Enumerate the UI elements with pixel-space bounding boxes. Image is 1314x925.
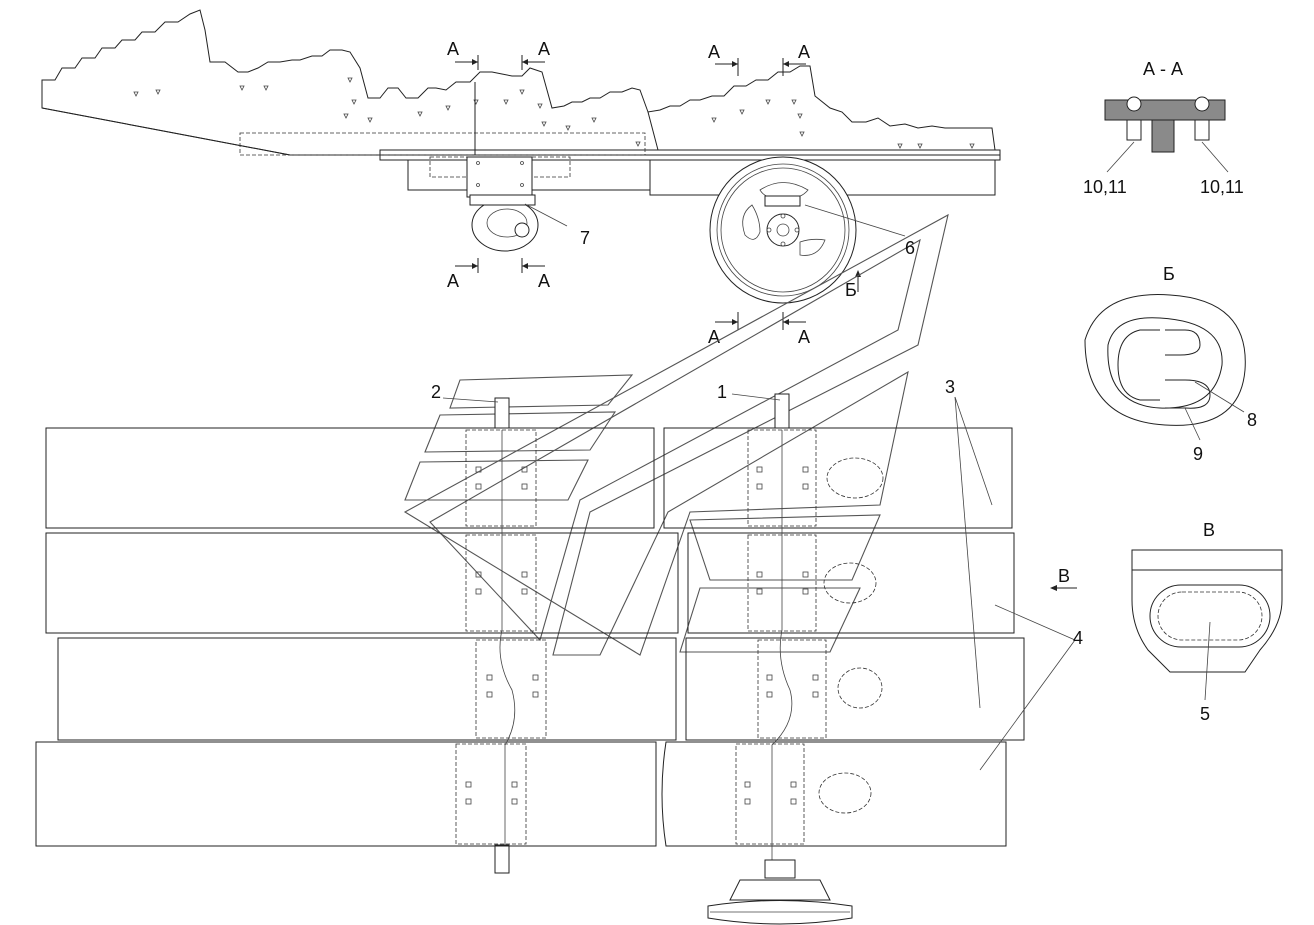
callout-3: 3 [945,377,955,397]
callout-8: 8 [1247,410,1257,430]
oval-windows [818,457,884,814]
section-mark-a-7: А [708,327,720,347]
bottom-pulley [707,859,853,925]
callout-7: 7 [580,228,590,248]
section-mark-a-5: А [708,42,720,62]
callout-4: 4 [1073,628,1083,648]
detail-title-b: Б [1163,264,1175,284]
view-mark-v: В [1058,566,1070,586]
callout-5: 5 [1200,704,1210,724]
section-mark-a-4: А [538,271,550,291]
detail-b [1084,294,1246,426]
callout-2: 2 [431,382,441,402]
drive-wheel [709,156,857,304]
section-mark-a-2: А [538,39,550,59]
frame-line-left [41,107,291,156]
v-view-arrow [1050,585,1077,591]
detail-title-v: В [1203,520,1215,540]
callout-9: 9 [1193,444,1203,464]
side-view [41,9,1001,304]
joint-blocks-left [455,429,547,845]
plan-view [35,393,1025,925]
panel-r4-right [661,741,1007,847]
callout-6: 6 [905,238,915,258]
joint-blocks-right [735,429,827,860]
watermark [403,213,949,656]
cutter-bar-left-edge [41,102,400,156]
panel-r2-left [45,532,679,634]
slots [465,466,819,805]
cutter-bar-profile [41,9,996,196]
panel-r1-right [663,427,1013,529]
shaft-2 [494,397,510,429]
panel-r2-right [687,532,1015,634]
shaft-1 [774,393,790,429]
callout-1: 1 [717,382,727,402]
detail-aa [1104,96,1226,153]
panel-r3-left [57,637,677,741]
section-mark-a-8: А [798,327,810,347]
section-mark-a-1: А [447,39,459,59]
panel-r1-left [45,427,655,529]
small-pulley [469,194,539,252]
section-mark-a-3: А [447,271,459,291]
panel-r4-left [35,741,657,847]
mount-bracket [466,156,533,198]
panel-r3-right [685,637,1025,741]
section-mark-b: Б [845,280,857,300]
lower-beam [407,159,659,191]
detail-title-aa: А - А [1143,59,1183,79]
callout-10-11-right: 10,11 [1200,177,1244,197]
bolt-marks [133,77,975,149]
callout-10-11-left: 10,11 [1083,177,1127,197]
detail-v [1131,549,1283,673]
section-mark-a-6: А [798,42,810,62]
leader-lines [442,141,1245,771]
hidden-plate [239,132,646,156]
